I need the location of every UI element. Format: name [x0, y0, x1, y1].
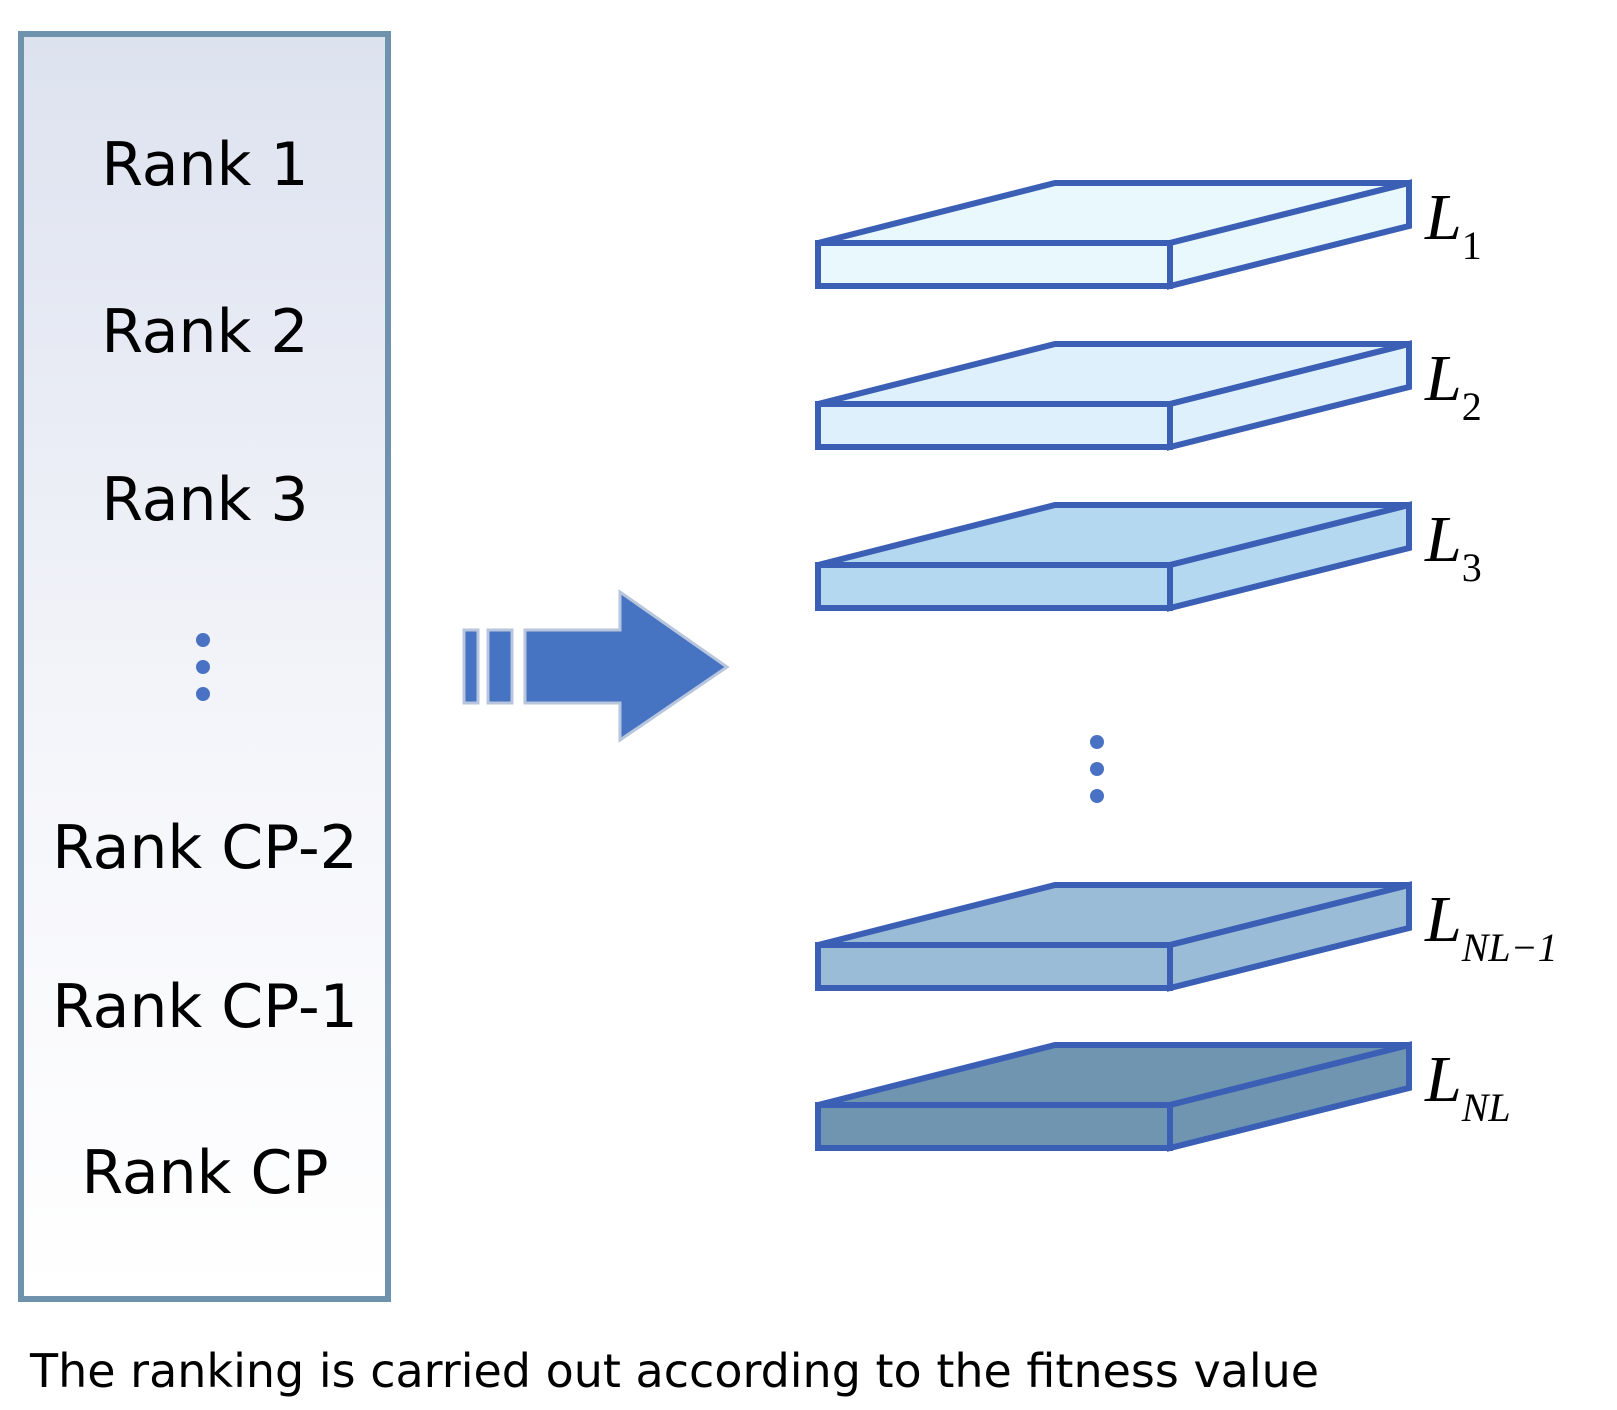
- layer-front-face: [815, 942, 1173, 991]
- layer-side-face: [1167, 179, 1412, 290]
- layer-front-face: [815, 1102, 1173, 1151]
- layer-label-base: L: [1424, 342, 1462, 415]
- layer-label-base: L: [1424, 883, 1462, 956]
- layer-label-subscript: 1: [1462, 223, 1482, 268]
- layer-front-face: [815, 240, 1173, 289]
- rank-label-cp: Rank CP: [81, 1138, 328, 1208]
- layer-label-5: LNL: [1424, 1043, 1511, 1130]
- layer-ellipsis-dots: [1090, 735, 1104, 803]
- rank-panel: Rank 1 Rank 2 Rank 3 Rank CP-2 Rank CP-1…: [18, 31, 391, 1302]
- rank-label-3: Rank 3: [101, 465, 308, 535]
- layer-front-face: [815, 562, 1173, 611]
- layer-slab-4: LNL−1: [815, 881, 1558, 992]
- layer-slab-3: L3: [815, 501, 1482, 612]
- layer-label-subscript: 2: [1462, 384, 1482, 429]
- layer-slab-1: L1: [815, 179, 1482, 290]
- layer-side-face: [1167, 501, 1412, 612]
- layer-slab-5: LNL: [815, 1041, 1511, 1152]
- layer-slab-2: L2: [815, 340, 1482, 451]
- layer-front-face: [815, 401, 1173, 450]
- rank-label-cp-1: Rank CP-1: [52, 972, 358, 1042]
- rank-label-cp-2: Rank CP-2: [52, 813, 358, 883]
- layer-label-1: L1: [1424, 181, 1482, 268]
- layer-side-face: [1167, 1041, 1412, 1152]
- layer-label-base: L: [1424, 181, 1462, 254]
- layer-side-face: [1167, 881, 1412, 992]
- caption: The ranking is carried out according to …: [29, 1344, 1319, 1398]
- right-arrow-icon: [462, 589, 730, 743]
- layer-label-subscript: NL−1: [1461, 925, 1558, 970]
- layer-label-3: L3: [1424, 503, 1482, 590]
- layer-label-subscript: NL: [1461, 1085, 1511, 1130]
- layer-label-subscript: 3: [1462, 545, 1482, 590]
- rank-label-2: Rank 2: [101, 297, 308, 367]
- layer-label-base: L: [1424, 1043, 1462, 1116]
- rank-label-1: Rank 1: [101, 130, 308, 200]
- rank-ellipsis-dots: [196, 633, 210, 701]
- layer-label-4: LNL−1: [1424, 883, 1558, 970]
- layer-label-2: L2: [1424, 342, 1482, 429]
- layer-label-base: L: [1424, 503, 1462, 576]
- layer-side-face: [1167, 340, 1412, 451]
